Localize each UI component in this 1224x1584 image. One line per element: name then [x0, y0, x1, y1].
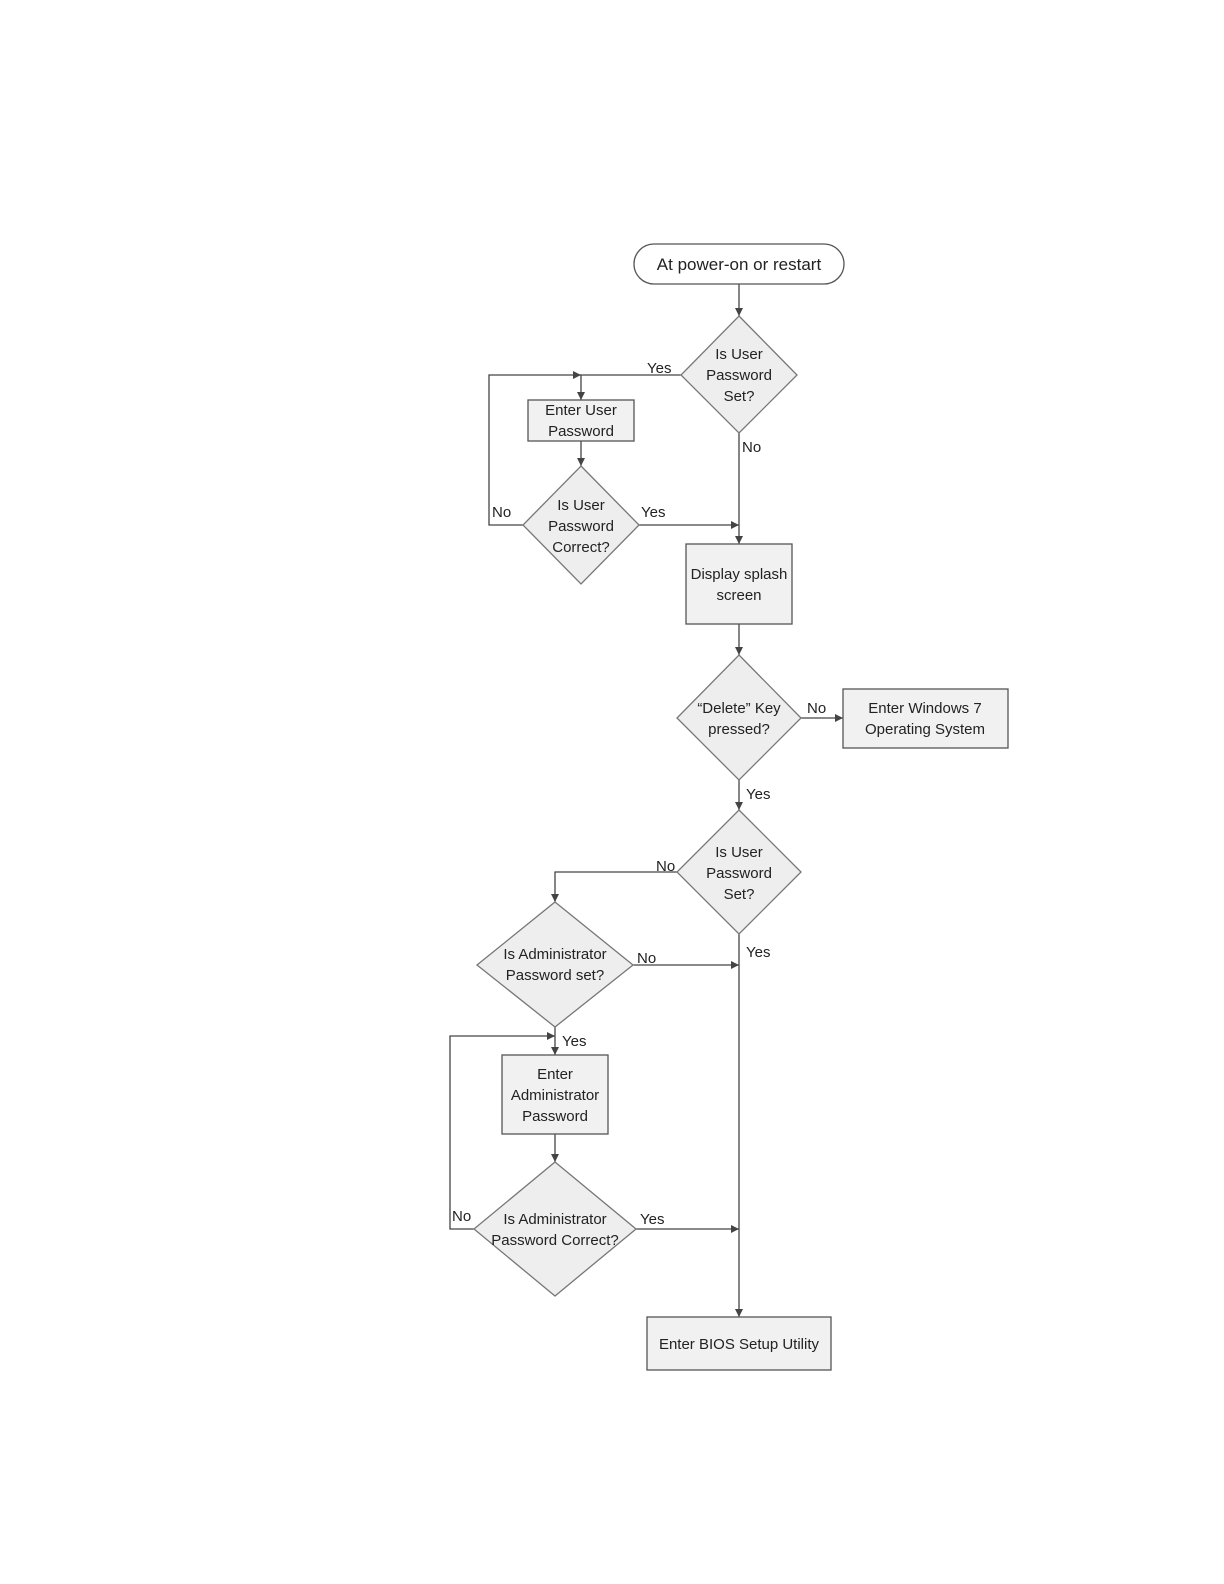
edges [449, 284, 843, 1317]
splash-screen-box [685, 543, 793, 625]
splash-label-2: screen [716, 587, 761, 604]
user-password-set-decision-2 [676, 809, 802, 935]
edge-label-yes-delete: Yes [746, 786, 770, 803]
edge-label-no-user-set: No [742, 439, 761, 456]
user-set-label-1: Is User [715, 346, 763, 363]
admin-password-correct-decision [472, 1161, 638, 1297]
user-set2-label-3: Set? [724, 886, 755, 903]
enter-admin-label-3: Password [522, 1108, 588, 1125]
edge-label-yes-user-correct: Yes [641, 504, 665, 521]
edge-label-yes-user-set2: Yes [746, 944, 770, 961]
admin-set-label-1: Is Administrator [503, 946, 606, 963]
edge-label-no-user-correct: No [492, 504, 511, 521]
delete-key-decision [676, 654, 802, 781]
user-password-correct-decision [522, 465, 640, 585]
edge-label-yes-user-set: Yes [647, 360, 671, 377]
splash-label-1: Display splash [691, 566, 788, 583]
nodes [472, 243, 1009, 1371]
admin-correct-label-1: Is Administrator [503, 1211, 606, 1228]
user-correct-label-1: Is User [557, 497, 605, 514]
enter-admin-label-2: Administrator [511, 1087, 599, 1104]
user-correct-label-2: Password [548, 518, 614, 535]
enter-bios-box [646, 1316, 832, 1371]
edge-label-no-delete: No [807, 700, 826, 717]
edge-user-set2-no [551, 871, 677, 902]
windows-label-2: Operating System [865, 721, 985, 738]
edge-admin-correct-no-loop [449, 1032, 555, 1230]
enter-user-label-2: Password [548, 423, 614, 440]
delete-label-1: “Delete” Key [697, 700, 781, 717]
edge-label-no-user-set2: No [656, 858, 675, 875]
edge-user-correct-no-loop [488, 371, 581, 526]
enter-admin-label-1: Enter [537, 1066, 573, 1083]
start-label: At power-on or restart [657, 255, 822, 274]
admin-password-set-decision [475, 901, 635, 1028]
edge-labels: Yes No No Yes No Yes No Yes No Yes No Ye… [452, 360, 826, 1228]
user-set-label-2: Password [706, 367, 772, 384]
user-correct-label-3: Correct? [552, 539, 610, 556]
enter-user-password-box [527, 399, 635, 442]
edge-user-set-yes [577, 374, 681, 400]
user-password-set-decision [680, 315, 798, 434]
edge-label-yes-admin-correct: Yes [640, 1211, 664, 1228]
admin-correct-label-2: Password Correct? [491, 1232, 619, 1249]
enter-windows-box [842, 688, 1009, 749]
node-labels: At power-on or restart Is User Password … [491, 255, 985, 1353]
delete-label-2: pressed? [708, 721, 770, 738]
enter-admin-password-box [501, 1054, 609, 1135]
edge-label-no-admin-set: No [637, 950, 656, 967]
bios-label: Enter BIOS Setup Utility [659, 1336, 820, 1353]
windows-label-1: Enter Windows 7 [868, 700, 981, 717]
edge-label-yes-admin-set: Yes [562, 1033, 586, 1050]
user-set2-label-1: Is User [715, 844, 763, 861]
user-set-label-3: Set? [724, 388, 755, 405]
user-set2-label-2: Password [706, 865, 772, 882]
enter-user-label-1: Enter User [545, 402, 617, 419]
admin-set-label-2: Password set? [506, 967, 604, 984]
start-terminal [633, 243, 845, 285]
edge-label-no-admin-correct: No [452, 1208, 471, 1225]
